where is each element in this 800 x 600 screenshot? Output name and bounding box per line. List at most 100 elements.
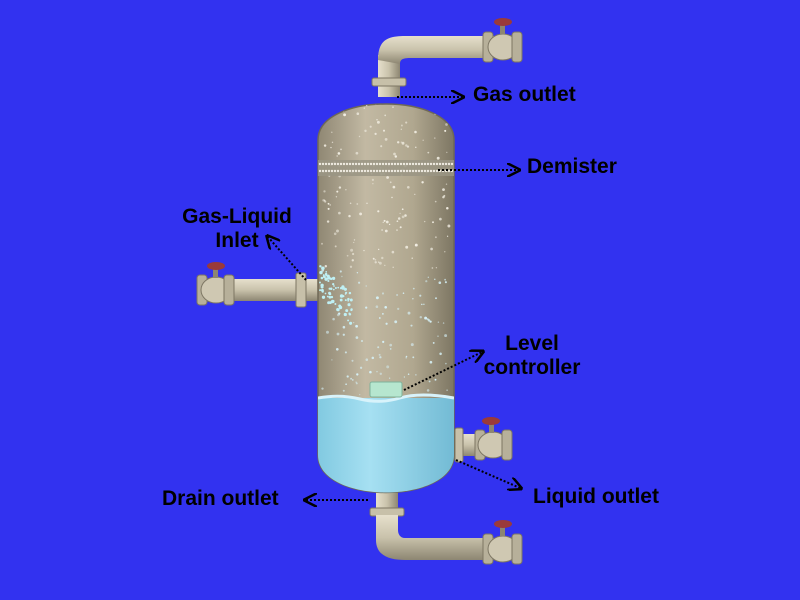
droplet (352, 321, 355, 324)
mesh-dot (360, 162, 364, 166)
droplet (444, 251, 446, 253)
mesh-dot (444, 162, 448, 166)
mesh-dot (327, 162, 331, 166)
spray-droplet (348, 291, 352, 295)
spray-droplet (339, 287, 343, 290)
droplet (374, 261, 377, 264)
liquid-outlet-label: Liquid outlet (533, 485, 659, 508)
droplet (326, 330, 329, 334)
droplet (400, 141, 402, 143)
mesh-dot (408, 169, 412, 173)
droplet (376, 120, 380, 124)
mesh-dot (372, 162, 376, 166)
droplet (381, 292, 385, 295)
droplet (412, 298, 414, 300)
demister-pad (318, 160, 454, 176)
mesh-dot (447, 169, 451, 173)
mesh-dot (375, 169, 379, 173)
drain-pipe (369, 490, 495, 560)
droplet (422, 106, 425, 109)
droplet (336, 229, 339, 233)
mesh-dot (435, 162, 439, 166)
mesh-dot (381, 169, 385, 173)
droplet (394, 320, 398, 324)
droplet (385, 322, 388, 325)
spray-droplet (339, 294, 344, 298)
droplet (359, 366, 363, 369)
droplet (443, 100, 445, 102)
mesh-dot (333, 162, 337, 166)
droplet (378, 248, 380, 251)
droplet (381, 229, 384, 231)
inlet-label-line2: Inlet (215, 229, 259, 252)
mesh-dot (381, 162, 385, 166)
droplet (382, 129, 386, 132)
droplet (374, 132, 377, 136)
droplet (386, 365, 390, 369)
droplet (326, 220, 330, 223)
droplet (434, 137, 436, 139)
spray-droplet (322, 275, 326, 279)
spray-droplet (347, 299, 350, 302)
droplet (323, 190, 326, 193)
droplet (342, 333, 345, 336)
mesh-dot (396, 162, 400, 166)
mesh-dot (447, 162, 451, 166)
spray-droplet (324, 292, 327, 295)
droplet (359, 393, 361, 396)
mesh-dot (438, 162, 442, 166)
droplet (406, 100, 408, 102)
mesh-dot (399, 169, 403, 173)
droplet (365, 306, 368, 309)
droplet (435, 297, 437, 300)
droplet (372, 257, 375, 260)
droplet (383, 219, 386, 222)
droplet (332, 317, 335, 321)
mesh-dot (354, 169, 358, 173)
droplet (337, 152, 341, 155)
droplet (406, 185, 410, 189)
spray-droplet (329, 277, 333, 281)
droplet (356, 203, 359, 205)
droplet (382, 313, 384, 315)
droplet (400, 128, 402, 130)
droplet (384, 305, 388, 309)
level-label-line1: Level (505, 332, 559, 355)
droplet (397, 307, 400, 311)
droplet (421, 181, 424, 184)
droplet (447, 101, 448, 102)
droplet (428, 380, 431, 383)
spray-droplet (332, 288, 335, 291)
droplet (444, 334, 448, 338)
mesh-dot (357, 169, 361, 173)
mesh-dot (402, 169, 406, 173)
gas-outlet-valve (482, 18, 523, 63)
mesh-dot (330, 169, 334, 173)
mesh-dot (435, 169, 439, 173)
mesh-dot (366, 169, 370, 173)
droplet (372, 183, 374, 185)
spray-droplet (329, 287, 333, 290)
droplet (343, 113, 347, 117)
droplet (432, 221, 434, 224)
droplet (366, 202, 368, 204)
droplet (410, 324, 413, 327)
droplet (351, 259, 355, 262)
droplet (360, 339, 364, 343)
droplet (437, 335, 439, 337)
gas-outlet-pipe (371, 36, 495, 97)
mesh-dot (441, 162, 445, 166)
mesh-dot (426, 169, 430, 173)
droplet (342, 325, 346, 329)
mesh-dot (393, 169, 397, 173)
droplet (434, 278, 436, 281)
gas-outlet-label: Gas outlet (473, 83, 576, 106)
level-label-line2: controller (483, 356, 581, 379)
mesh-dot (324, 162, 328, 166)
droplet (350, 248, 354, 252)
droplet (438, 281, 442, 285)
droplet (355, 324, 358, 328)
droplet (412, 287, 415, 290)
droplet (346, 254, 349, 257)
